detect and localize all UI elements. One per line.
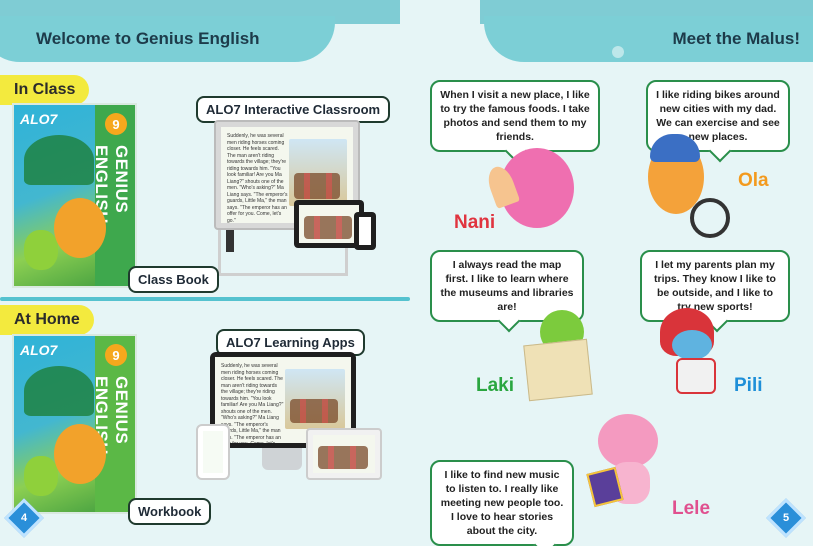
character-name-ola: Ola [738,170,769,191]
story-illustration [288,139,347,207]
book-logo: ALO7 [20,111,58,127]
page-number-right: 5 [766,498,806,538]
character-name-pili: Pili [734,375,763,396]
story-text: Suddenly, he was several men riding hors… [221,363,284,443]
quote-bubble-ola: I like riding bikes around new cities wi… [646,80,790,152]
helmet-illustration [650,134,700,162]
character-name-lele: Lele [672,498,711,519]
monitor-stand [262,448,302,470]
interactive-classroom-title: ALO7 Interactive Classroom [196,96,391,123]
tablet-device [306,428,382,480]
phone-device [196,424,230,480]
workbook-caption: Workbook [128,498,212,525]
whiteboard-stand [218,230,348,276]
quote-bubble-lele: I like to find new music to listen to. I… [430,460,574,546]
hockey-jersey [676,358,716,394]
class-book-caption: Class Book [128,266,219,293]
quote-bubble-nani: When I visit a new place, I like to try … [430,80,600,152]
page-title-left: Welcome to Genius English [0,16,335,62]
section-divider [0,297,410,301]
story-illustration [285,369,345,430]
decor-dot [612,46,624,58]
class-book-cover: ALO7 9 GENIUS ENGLISH [12,103,137,288]
page-title-right: Meet the Malus! [484,16,813,62]
map-illustration [523,338,593,402]
tablet-device [294,200,364,248]
book-number-badge: 9 [105,344,127,366]
character-name-laki: Laki [476,375,515,396]
story-text: Suddenly, he was several men riding hors… [227,133,288,223]
phone-device [354,212,376,250]
orange-character-illustration [54,424,106,484]
book-logo: ALO7 [20,342,58,358]
pili-character [672,330,712,360]
learning-apps-title: ALO7 Learning Apps [216,329,365,356]
quote-bubble-pili: I let my parents plan my trips. They kno… [640,250,790,322]
green-character-illustration [24,230,58,270]
green-character-illustration [24,456,58,496]
character-name-nani: Nani [454,212,496,233]
section-label-at-home: At Home [0,305,94,335]
bike-wheel [690,198,730,238]
book-number-badge: 9 [105,113,127,135]
workbook-cover: ALO7 9 GENIUS ENGLISH [12,334,137,514]
section-label-in-class: In Class [0,75,90,105]
lele-character [598,414,658,468]
orange-character-illustration [54,198,106,258]
speaker [226,230,234,252]
